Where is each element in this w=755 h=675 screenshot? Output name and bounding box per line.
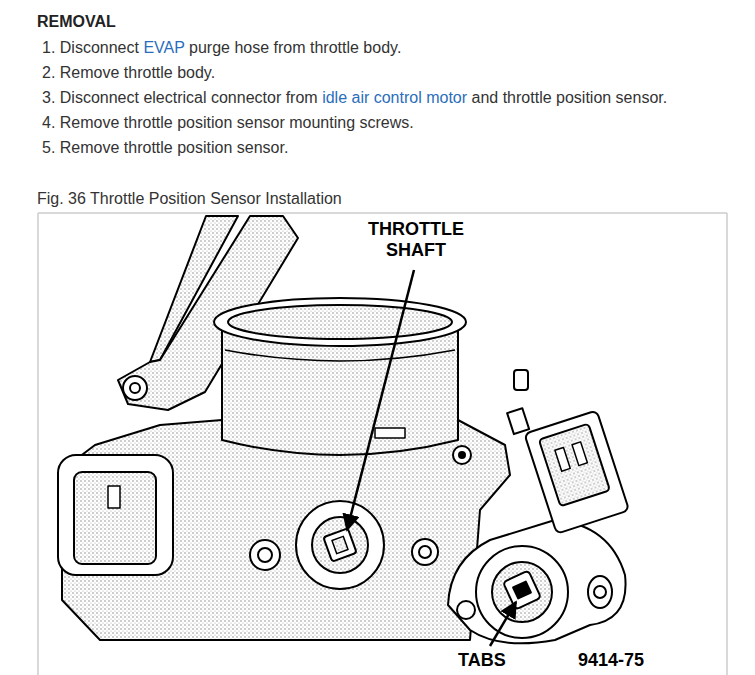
part-label: TABS xyxy=(458,650,506,671)
figure-caption: Fig. 36 Throttle Position Sensor Install… xyxy=(37,190,342,208)
part-label: THROTTLE SHAFT xyxy=(356,219,476,260)
step-text: 4. Remove throttle position sensor mount… xyxy=(42,114,414,132)
step-text: 5. Remove throttle position sensor. xyxy=(42,139,288,157)
link-text: idle air control motor xyxy=(322,89,467,106)
step-text: 1. Disconnect EVAP purge hose from throt… xyxy=(42,39,401,57)
figure-number: 9414-75 xyxy=(578,650,644,671)
throttle-body xyxy=(58,216,629,643)
leader-lines xyxy=(347,270,516,646)
section-heading: REMOVAL xyxy=(37,13,116,31)
link-text: EVAP xyxy=(143,39,184,56)
step-text: 2. Remove throttle body. xyxy=(42,64,215,82)
step-text: 3. Disconnect electrical connector from … xyxy=(42,89,667,107)
figure-frame xyxy=(38,213,727,675)
